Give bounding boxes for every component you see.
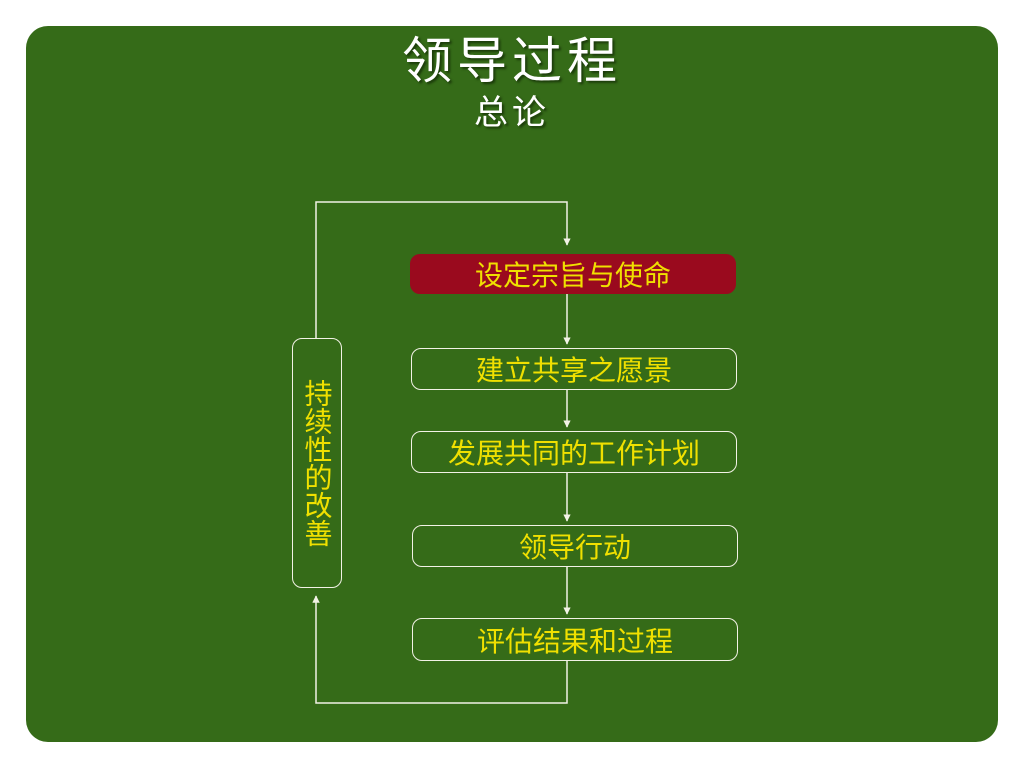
step-set-mission: 设定宗旨与使命	[410, 254, 736, 294]
continuous-improvement-box: 持续性的改善	[292, 338, 342, 588]
step-leading-action: 领导行动	[412, 525, 738, 567]
page-subtitle: 总论	[474, 93, 550, 133]
loop-top-connector	[315, 201, 571, 338]
step-label: 评估结果和过程	[476, 624, 673, 658]
step-label: 领导行动	[518, 531, 631, 564]
step-evaluate-results: 评估结果和过程	[412, 618, 738, 661]
title-block: 领导过程 总论	[0, 30, 1024, 134]
step-shared-vision: 建立共享之愿景	[411, 348, 737, 390]
step-work-plan: 发展共同的工作计划	[411, 431, 737, 473]
page-title: 领导过程	[402, 32, 622, 90]
slide-background	[26, 26, 998, 742]
step-label: 设定宗旨与使命	[474, 259, 671, 292]
step-label: 建立共享之愿景	[475, 354, 672, 387]
loop-bottom-connector	[312, 595, 568, 704]
step-label: 发展共同的工作计划	[447, 437, 700, 470]
continuous-improvement-label: 持续性的改善	[300, 379, 334, 547]
